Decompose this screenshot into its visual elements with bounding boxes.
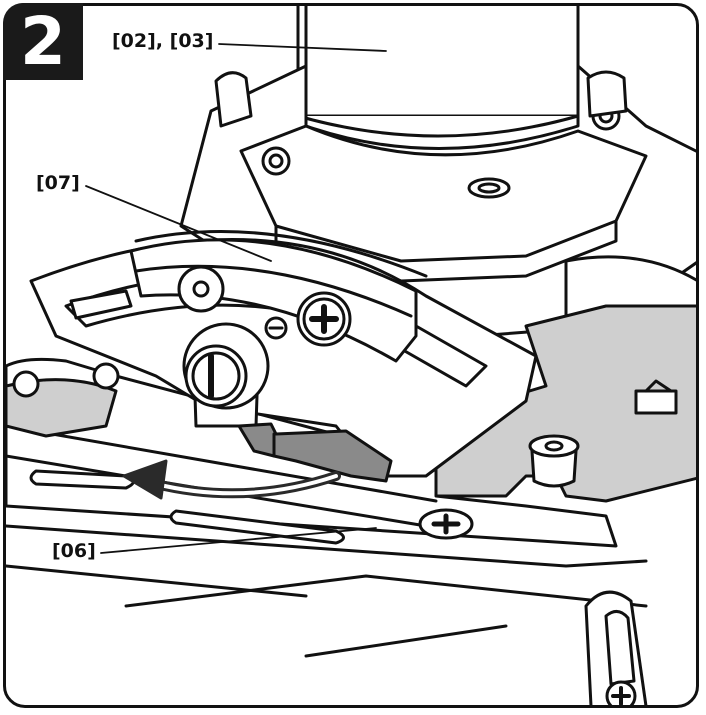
rotation-arrow	[122, 459, 341, 500]
small-screw	[264, 316, 288, 340]
round-pin	[177, 265, 225, 313]
callout-06: [06]	[52, 540, 96, 562]
adapter-plate	[424, 304, 696, 503]
callout-07: [07]	[36, 172, 80, 194]
lock-lever	[237, 422, 393, 483]
phillips-screw	[296, 291, 352, 347]
step-number-badge: 2	[3, 3, 83, 80]
illustration-frame	[3, 3, 699, 708]
plate-bolt	[528, 434, 580, 488]
slotted-knob	[182, 322, 270, 428]
mount-drawing	[6, 6, 696, 705]
bottom-screw	[418, 508, 474, 540]
callout-02-03: [02], [03]	[112, 30, 214, 52]
right-clip	[584, 590, 648, 705]
leader-lines	[85, 43, 387, 554]
pipe-column	[296, 6, 580, 138]
